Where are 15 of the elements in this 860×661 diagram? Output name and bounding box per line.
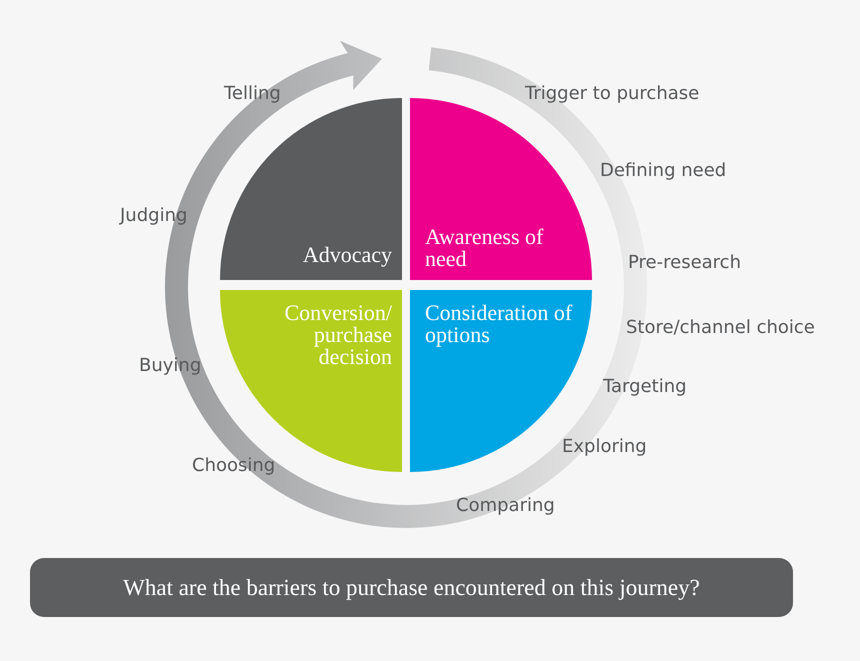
question-banner	[30, 558, 793, 617]
step-label: Pre-research	[628, 252, 741, 273]
stage-label: Consideration of options	[425, 302, 574, 346]
step-label: Telling	[224, 83, 281, 104]
step-label: Choosing	[192, 455, 276, 476]
step-label: Exploring	[562, 436, 647, 457]
step-label: Defining need	[600, 160, 726, 181]
step-label: Store/channel choice	[626, 317, 815, 338]
stage-label: Conversion/ purchase decision	[283, 302, 392, 368]
question-text: What are the barriers to purchase encountered on this journey?	[123, 574, 700, 600]
stage-label: Awareness of need	[425, 226, 544, 270]
step-label: Targeting	[603, 376, 687, 397]
stage-label: Advocacy	[302, 244, 392, 266]
step-label: Comparing	[456, 495, 555, 516]
step-label: Trigger to purchase	[525, 83, 700, 104]
